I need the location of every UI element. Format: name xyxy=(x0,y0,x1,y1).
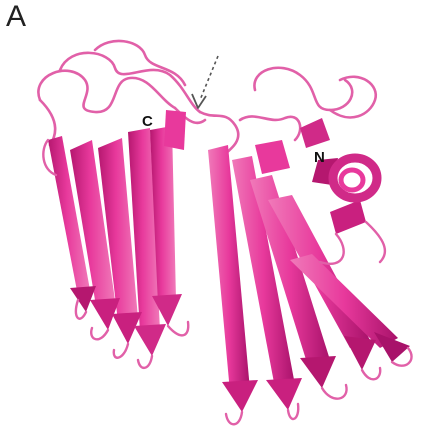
n-terminal-region xyxy=(300,118,377,234)
panel-letter: A xyxy=(6,2,26,32)
hinge-arrow xyxy=(192,56,218,108)
left-beta-sheet xyxy=(48,110,186,356)
n-terminus-label: N xyxy=(314,150,325,165)
c-terminus-label: C xyxy=(142,114,153,129)
